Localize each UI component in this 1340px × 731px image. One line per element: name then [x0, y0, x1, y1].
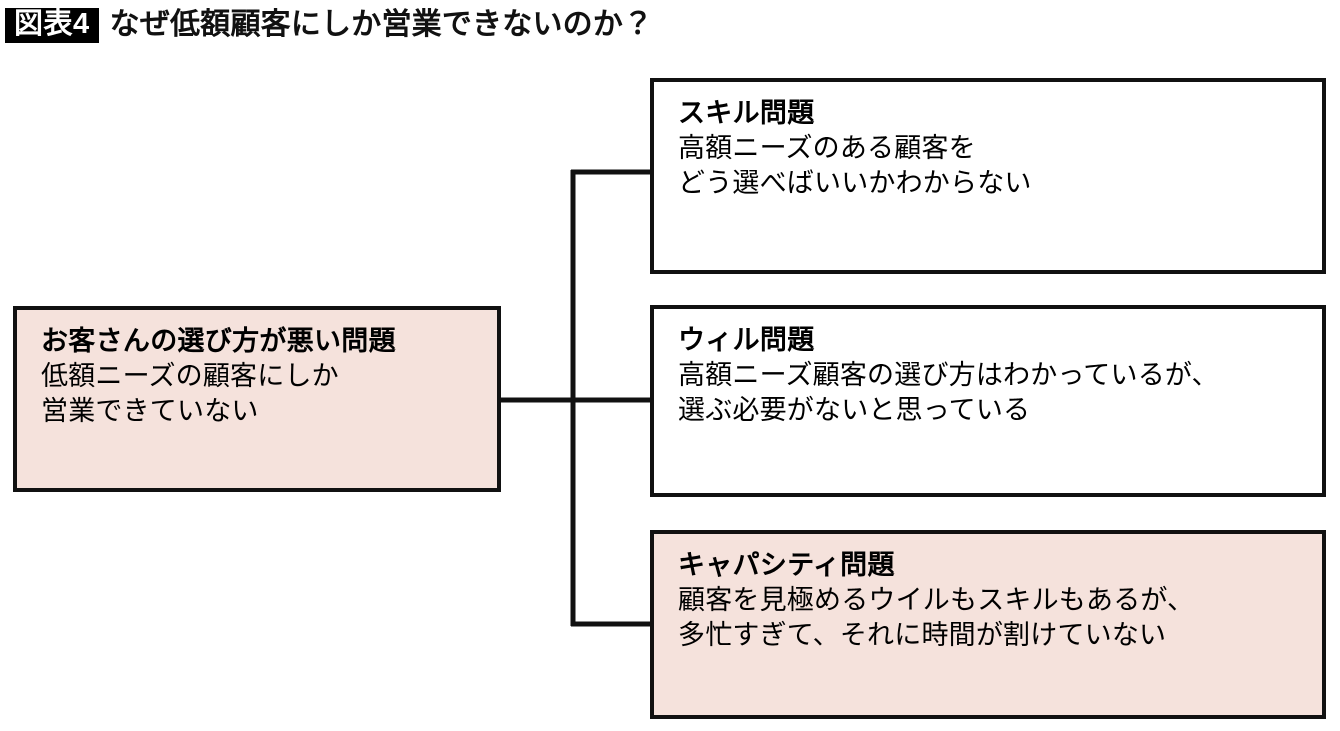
node-will-line-1: 高額ニーズ顧客の選び方はわかっているが、: [678, 360, 1219, 391]
node-will-line-2: 選ぶ必要がないと思っている: [678, 395, 1031, 426]
node-skill-title: スキル問題: [678, 98, 815, 128]
node-root-line-1: 低額ニーズの顧客にしか: [41, 361, 339, 392]
node-skill-line-2: どう選べばいいかわからない: [678, 168, 1032, 199]
node-root-line-2: 営業できていない: [41, 396, 259, 427]
figure-title: なぜ低額顧客にしか営業できないのか？: [109, 8, 654, 41]
node-skill-line-1: 高額ニーズのある顧客を: [678, 133, 976, 164]
node-root-problem[interactable]: お客さんの選び方が悪い問題 低額ニーズの顧客にしか 営業できていない: [13, 306, 501, 492]
node-capacity-title: キャパシティ問題: [678, 550, 895, 580]
node-will-title: ウィル問題: [678, 325, 815, 355]
figure-header: 図表4 なぜ低額顧客にしか営業できないのか？: [5, 4, 653, 46]
node-capacity-line-2: 多忙すぎて、それに時間が割けていない: [678, 620, 1167, 651]
node-root-title: お客さんの選び方が悪い問題: [41, 326, 396, 356]
figure-number-badge: 図表4: [5, 7, 99, 43]
node-will-problem[interactable]: ウィル問題 高額ニーズ顧客の選び方はわかっているが、 選ぶ必要がないと思っている: [650, 305, 1326, 497]
node-skill-problem[interactable]: スキル問題 高額ニーズのある顧客を どう選べばいいかわからない: [650, 78, 1326, 274]
node-capacity-problem[interactable]: キャパシティ問題 顧客を見極めるウイルもスキルもあるが、 多忙すぎて、それに時間…: [650, 530, 1326, 719]
node-capacity-line-1: 顧客を見極めるウイルもスキルもあるが、: [678, 585, 1195, 616]
